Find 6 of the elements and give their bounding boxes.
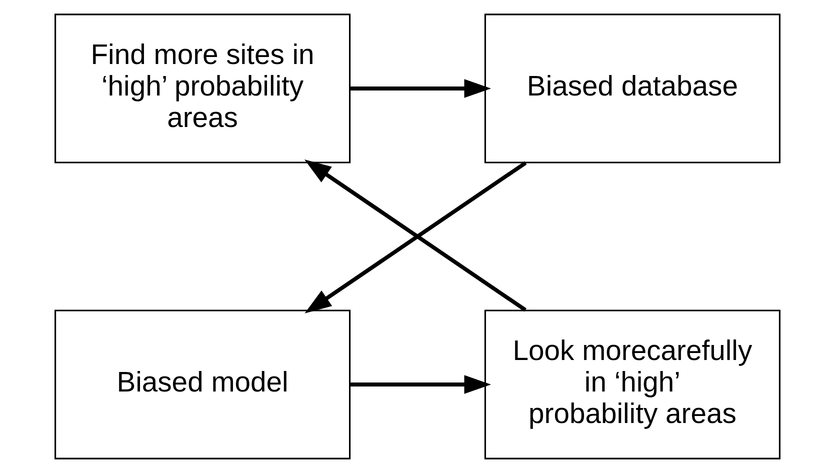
node-box: Biased model: [54, 310, 351, 460]
node-box: Biased database: [484, 14, 780, 164]
arrow: [350, 79, 492, 98]
node-box: Look morecarefully in ‘high’ probability areas: [484, 310, 780, 460]
arrow: [350, 375, 492, 394]
node-box: Find more sites in ‘high’ probability areas: [54, 14, 351, 164]
